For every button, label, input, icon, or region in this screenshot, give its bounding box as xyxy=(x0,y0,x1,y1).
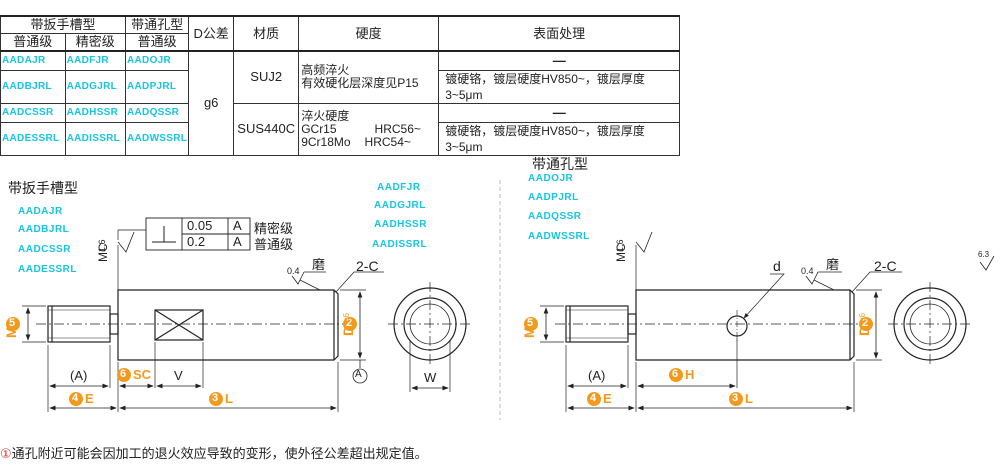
left-w-label: W xyxy=(424,370,437,385)
hdr-precision: 精密级 xyxy=(64,33,127,52)
left-shaft-drawing xyxy=(22,217,472,412)
tol-normal-val: 0.2 xyxy=(187,234,206,249)
hardness-2e: HRC54~ xyxy=(364,134,411,149)
hdr-material: 材质 xyxy=(233,15,300,52)
left-n5: 5 xyxy=(9,317,16,329)
right-m-label: M xyxy=(521,326,537,338)
left-code-a1: AADAJR xyxy=(18,206,63,217)
footnote-text: 通孔附近可能会因加工的退火效应导致的变形，使外径公差超出规定值。 xyxy=(11,446,428,461)
surface-chrome-2: 镀硬铬，镀层硬度HV850~，镀层厚度3~5μm xyxy=(438,121,681,156)
left-n3: 3 xyxy=(212,392,219,404)
hardness-2: 淬火硬度 GCr15 HRC56~ 9Cr18Mo HRC54~ xyxy=(298,102,440,156)
right-rough-6-3: 6.3 xyxy=(978,250,990,259)
tol-datum-2: A xyxy=(233,234,242,249)
hardness-2c: HRC56~ xyxy=(374,121,421,136)
left-body xyxy=(117,289,339,361)
left-m-label: M xyxy=(3,326,19,338)
code-cell: AADESSRL xyxy=(0,121,66,156)
tol-precision-lbl: 精密级 xyxy=(254,221,294,236)
left-code-a3: AADCSSR xyxy=(18,244,71,255)
tol-datum-1: A xyxy=(233,218,242,233)
code-cell: AADGJRL xyxy=(64,69,127,104)
right-shaft-drawing xyxy=(540,231,995,412)
left-datum-circle: A xyxy=(355,369,362,380)
left-v-label: V xyxy=(174,368,183,383)
left-n6: 6 xyxy=(120,368,127,380)
code-cell: AADWSSRL xyxy=(124,121,190,156)
right-e-label: E xyxy=(603,391,612,406)
left-rough-1-6: 1.6 xyxy=(97,239,107,252)
tol-normal-lbl: 普通级 xyxy=(254,237,294,252)
hardness-2b: GCr15 xyxy=(301,121,337,136)
left-code-b4: AADISSRL xyxy=(372,239,428,250)
right-n6: 6 xyxy=(672,368,679,380)
right-chamfer: 2-C xyxy=(874,258,897,274)
right-body xyxy=(635,289,855,361)
spec-table: 带扳手槽型 带通孔型 D公差 材质 硬度 表面处理 普通级 精密级 普通级 AA… xyxy=(0,15,681,156)
right-code-1: AADOJR xyxy=(528,173,574,184)
material-2: SUS440C xyxy=(233,102,300,156)
right-code-3: AADQSSR xyxy=(528,211,582,222)
code-cell: AADISSRL xyxy=(64,121,127,156)
footnote: ①通孔附近可能会因加工的退火效应导致的变形，使外径公差超出规定值。 xyxy=(0,443,428,462)
left-a-paren: (A) xyxy=(70,368,88,383)
left-l-label: L xyxy=(225,391,233,406)
left-chamfer: 2-C xyxy=(356,258,379,274)
left-code-b1: AADFJR xyxy=(377,182,421,193)
right-title: 带通孔型 xyxy=(532,156,588,172)
left-code-b2: AADGJRL xyxy=(374,200,426,211)
left-d-sub: g6 xyxy=(342,313,351,322)
hdr-surface: 表面处理 xyxy=(438,15,681,52)
right-n2: 2 xyxy=(862,317,869,329)
hdr-normal-1: 普通级 xyxy=(0,33,66,52)
left-code-b3: AADHSSR xyxy=(374,219,427,230)
left-e-label: E xyxy=(85,391,94,406)
right-h-label: H xyxy=(685,367,695,382)
hdr-slot-type: 带扳手槽型 xyxy=(0,15,126,34)
left-code-a4: AADESSRL xyxy=(18,264,78,275)
left-d-label: D xyxy=(340,325,356,336)
left-rough-0-4: 0.4 xyxy=(287,266,300,276)
hdr-through-type: 带通孔型 xyxy=(124,15,190,34)
right-rough-1-6: 1.6 xyxy=(615,239,625,252)
left-wrench-slot xyxy=(154,309,204,341)
hdr-d-tol: D公差 xyxy=(188,15,235,52)
left-sc-label: SC xyxy=(133,367,152,382)
right-n5: 5 xyxy=(527,317,534,329)
right-n3: 3 xyxy=(732,392,739,404)
left-n4: 4 xyxy=(72,392,79,404)
right-l-label: L xyxy=(745,391,753,406)
right-a-paren: (A) xyxy=(588,368,606,383)
left-title: 带扳手槽型 xyxy=(8,180,78,196)
left-n2: 2 xyxy=(346,317,353,329)
left-grind: 磨 xyxy=(312,257,326,272)
hardness-2d: 9Cr18Mo xyxy=(301,134,351,149)
hdr-normal-2: 普通级 xyxy=(124,33,190,52)
number-circles xyxy=(6,317,873,406)
right-rough-0-4: 0.4 xyxy=(801,266,814,276)
right-code-4: AADWSSRL xyxy=(528,231,590,242)
right-d-hole: d xyxy=(773,258,781,274)
hardness-1: 高频淬火 有效硬化层深度见P15 xyxy=(298,50,440,104)
footnote-mark: ① xyxy=(0,446,12,461)
hardness-1a: 高频淬火 xyxy=(301,63,350,78)
right-d-label: D xyxy=(856,325,872,336)
tol-precision-val: 0.05 xyxy=(187,218,213,233)
right-n4: 4 xyxy=(590,392,597,404)
left-code-a2: AADBJRL xyxy=(18,224,70,235)
surface-chrome-1: 镀硬铬，镀层硬度HV850~，镀层厚度3~5μm xyxy=(438,69,681,104)
d-tol-value: g6 xyxy=(188,50,235,156)
hardness-1b: 有效硬化层深度见P15 xyxy=(301,76,419,91)
hardness-2a: 淬火硬度 xyxy=(301,108,350,123)
right-code-2: AADPJRL xyxy=(528,192,579,203)
right-grind: 磨 xyxy=(826,257,840,272)
right-d-sub: g6 xyxy=(858,313,867,322)
hdr-hardness: 硬度 xyxy=(298,15,440,52)
